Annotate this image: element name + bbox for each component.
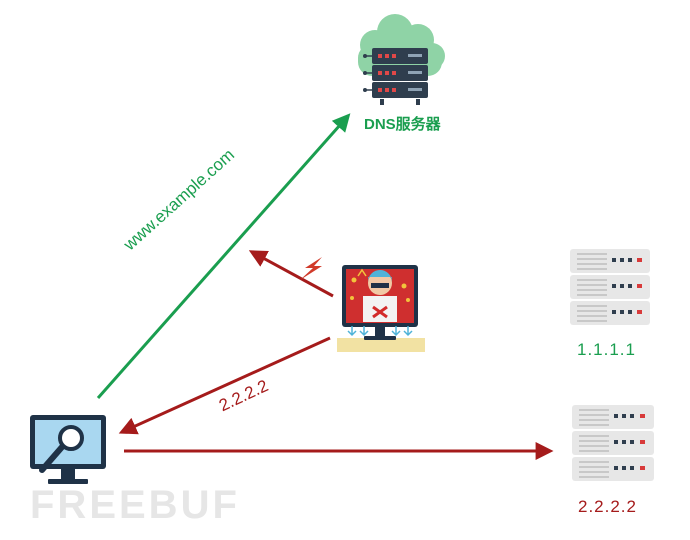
watermark: FREEBUF [30,483,240,527]
cloud-server-icon [358,14,445,105]
server-rack-icon [572,405,654,481]
hacker-monitor-icon [337,265,425,352]
query-arrow [96,113,351,399]
spoofed-reply-arrow [118,336,331,435]
dns-server-label: DNS服务器 [364,116,441,133]
monitor-magnifier-icon [30,415,106,484]
lightning-icon [300,257,322,280]
server-rack-icon [570,249,650,325]
server1-ip-label: 1.1.1.1 [577,340,636,359]
server2-ip-label: 2.2.2.2 [578,497,637,516]
attack-arrow [248,250,334,298]
